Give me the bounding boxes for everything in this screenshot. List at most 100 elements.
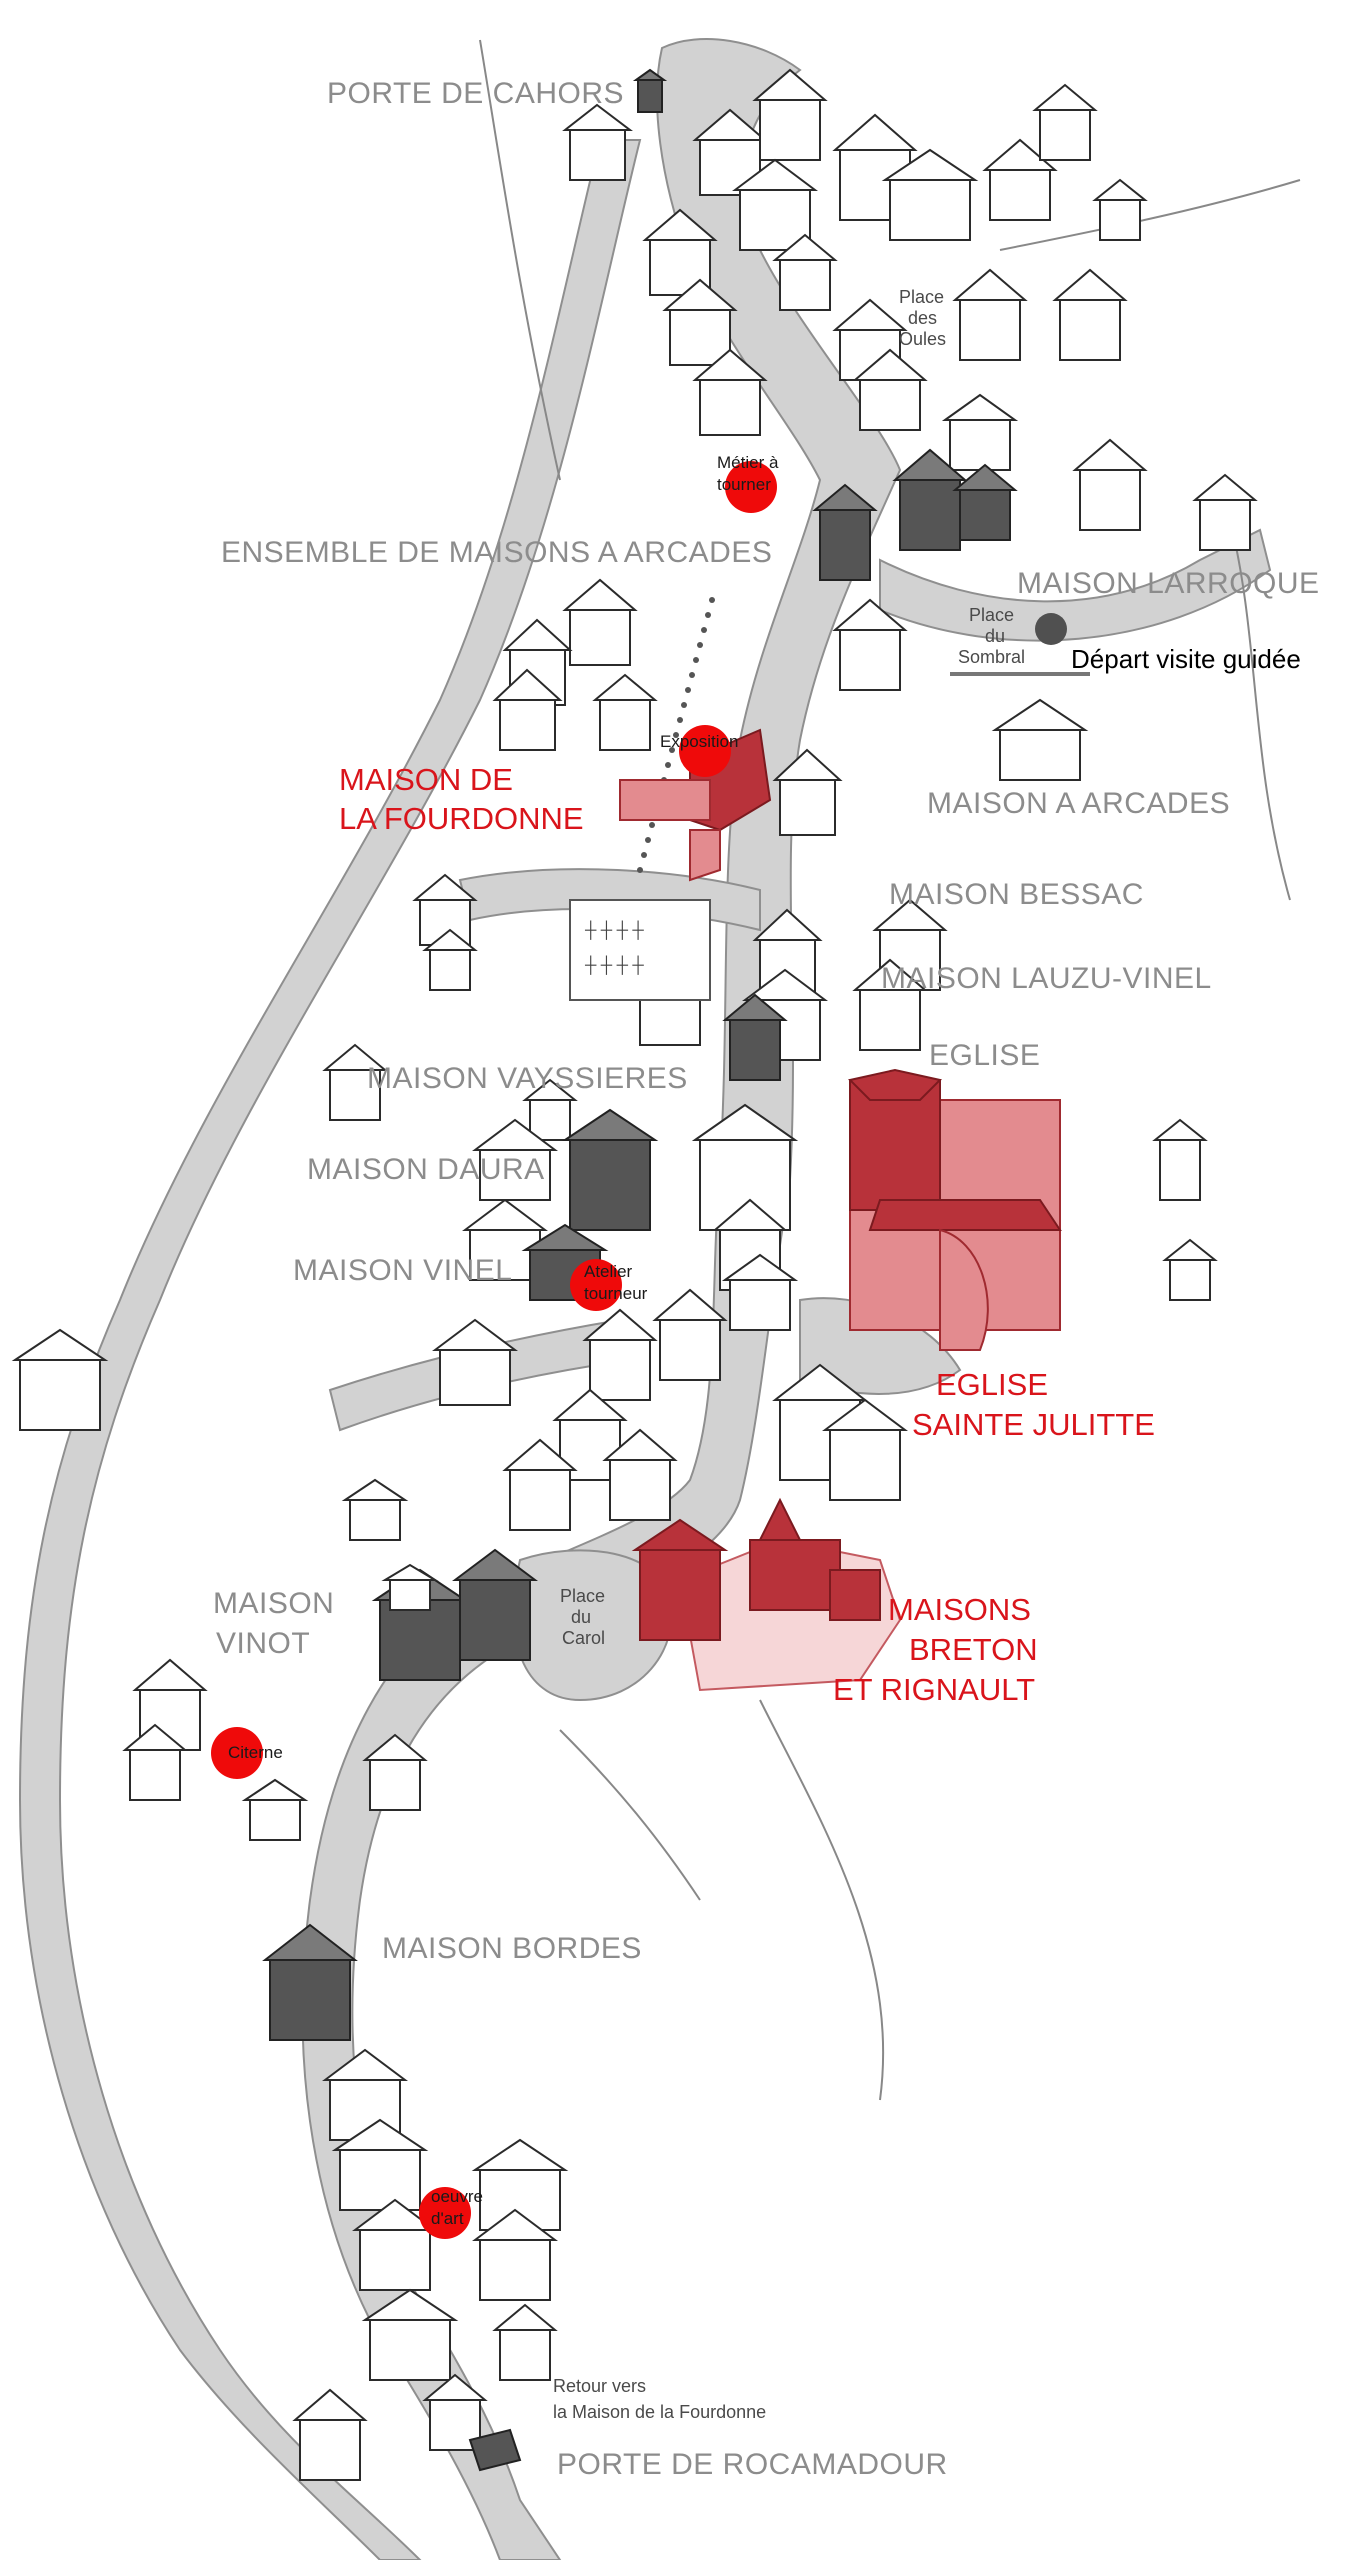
eglise-sainte-julitte-building — [848, 1068, 1062, 1351]
building — [652, 1288, 728, 1381]
garden-path-4 — [759, 1699, 885, 2101]
building — [361, 2288, 459, 2381]
return-note-line2: la Maison de la Fourdonne — [553, 2402, 766, 2422]
building — [982, 138, 1058, 221]
building — [472, 1118, 558, 1201]
building — [122, 1723, 188, 1801]
sombral-street — [879, 528, 1272, 642]
poi-label-line1: Citerne — [228, 1743, 283, 1762]
dark-building — [262, 1923, 358, 2041]
building — [1032, 83, 1098, 161]
place-carol-line2: du — [571, 1607, 591, 1627]
place-sombral-line2: du — [985, 626, 1005, 646]
building — [11, 1328, 109, 1431]
poi-metier-a-tourner[interactable]: Métier à tourner — [717, 453, 779, 513]
building — [362, 1733, 428, 1811]
dark-building — [952, 463, 1018, 541]
building — [881, 148, 979, 241]
start-label: Départ visite guidée — [1071, 644, 1301, 674]
building — [772, 748, 843, 836]
label-maison-a-arcades: MAISON A ARCADES — [927, 787, 1230, 820]
porte-de-cahors-tower — [632, 68, 668, 113]
maisons-breton-rignault-buildings — [631, 1497, 902, 1692]
main-street — [301, 38, 902, 2560]
label-eglise-sainte-julitte-line1: EGLISE — [936, 1367, 1048, 1402]
label-maison-bessac: MAISON BESSAC — [889, 878, 1144, 911]
building — [422, 928, 478, 991]
building — [772, 233, 838, 311]
label-eglise: EGLISE — [929, 1039, 1040, 1072]
building — [1092, 178, 1148, 241]
poi-atelier-tourneur[interactable]: Atelier tourneur — [570, 1259, 648, 1311]
building — [941, 393, 1019, 471]
building — [331, 2118, 429, 2211]
building — [422, 2373, 488, 2451]
garden-plot: ┼ ┼ ┼ ┼ ┼ ┼ ┼ ┼ — [569, 899, 711, 1001]
building — [241, 1778, 309, 1841]
building — [492, 668, 563, 751]
poi-label-line1: oeuvre — [431, 2187, 483, 2206]
poi-exposition[interactable]: Exposition — [660, 725, 738, 777]
building — [721, 1253, 799, 1331]
garden-path-3 — [1229, 519, 1291, 901]
garden-path-2 — [999, 179, 1301, 251]
poi-marker-icon — [211, 1727, 263, 1779]
garden-path-1 — [479, 39, 561, 481]
label-porte-de-rocamadour: PORTE DE ROCAMADOUR — [557, 2448, 948, 2481]
building — [322, 1043, 388, 1121]
building — [602, 1428, 678, 1521]
label-maisons-breton-line1: MAISONS — [888, 1592, 1031, 1627]
building — [502, 1438, 578, 1531]
poi-citerne[interactable]: Citerne — [211, 1727, 283, 1779]
place-sombral-line1: Place — [969, 605, 1014, 625]
outer-west-road — [18, 139, 642, 2560]
building — [582, 1308, 658, 1401]
building — [1192, 473, 1258, 551]
place-oules-line2: des — [908, 308, 937, 328]
porte-de-rocamadour — [468, 2428, 522, 2472]
poi-marker-icon — [419, 2187, 471, 2239]
building — [1072, 438, 1148, 531]
dark-building — [722, 993, 788, 1081]
return-note: Retour vers la Maison de la Fourdonne — [553, 2376, 766, 2422]
poi-oeuvre-dart[interactable]: oeuvre d'art — [419, 2187, 483, 2239]
place-carol-line3: Carol — [562, 1628, 605, 1648]
building — [662, 278, 738, 366]
label-maison-daura: MAISON DAURA — [307, 1153, 545, 1186]
start-marker: Départ visite guidée — [950, 613, 1301, 676]
label-fourdonne-line1: MAISON DE — [339, 762, 513, 797]
label-maison-vayssieres: MAISON VAYSSIERES — [367, 1062, 688, 1095]
buildings: ┼ ┼ ┼ ┼ ┼ ┼ ┼ ┼ — [11, 68, 1258, 2481]
poi-label-line2: tourner — [717, 475, 771, 494]
highlight-labels: MAISON DE LA FOURDONNE EGLISE SAINTE JUL… — [339, 762, 1155, 1707]
dark-building — [812, 483, 878, 581]
dark-building — [452, 1548, 538, 1661]
building — [822, 1398, 908, 1501]
label-maison-bordes: MAISON BORDES — [382, 1932, 642, 1965]
place-oules-line3: Oules — [899, 329, 946, 349]
building — [352, 2198, 438, 2291]
label-ensemble-maisons-arcades: ENSEMBLE DE MAISONS A ARCADES — [221, 536, 772, 569]
building — [852, 958, 928, 1051]
building — [472, 2208, 558, 2301]
building — [991, 698, 1089, 781]
label-eglise-sainte-julitte-line2: SAINTE JULITTE — [912, 1407, 1155, 1442]
poi-marker-icon — [570, 1259, 622, 1311]
return-note-line1: Retour vers — [553, 2376, 646, 2396]
building — [381, 1563, 439, 1611]
label-maison-vinot-line1: MAISON — [213, 1587, 334, 1620]
poi-marker-icon — [679, 725, 731, 777]
place-oules-line1: Place — [899, 287, 944, 307]
building — [1152, 1118, 1208, 1201]
label-fourdonne-line2: LA FOURDONNE — [339, 801, 584, 836]
poi-marker-icon — [725, 461, 777, 513]
building — [691, 1103, 799, 1231]
garden-path-5 — [559, 1729, 701, 1901]
poi-label-line1: Atelier — [584, 1262, 633, 1281]
place-sombral-line3: Sombral — [958, 647, 1025, 667]
building — [432, 1318, 518, 1406]
building — [692, 348, 768, 436]
building — [852, 348, 928, 431]
label-maison-larroque: MAISON LARROQUE — [1017, 567, 1320, 600]
